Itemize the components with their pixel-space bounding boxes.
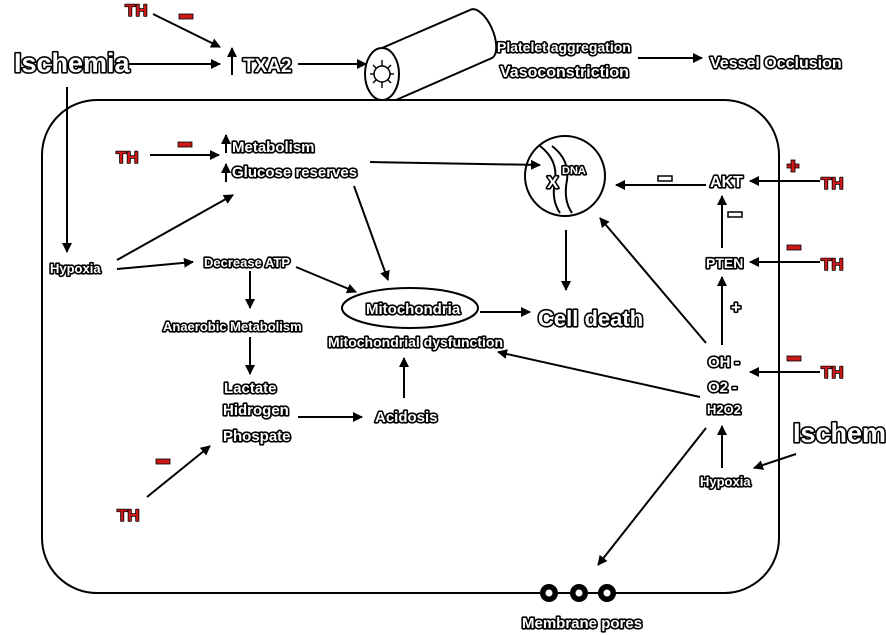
inhibition-bar bbox=[786, 244, 802, 251]
mitochondria-organelle bbox=[341, 287, 479, 329]
platelet-aggregation-label: Platelet aggregation bbox=[497, 39, 631, 55]
ischemia-label: Ischemia bbox=[793, 418, 886, 448]
vasoconstriction-label: Vasoconstriction bbox=[500, 64, 629, 81]
akt-label: AKT bbox=[710, 174, 743, 191]
dna-label: DNA bbox=[562, 165, 586, 177]
o2-radical-label: O2 - bbox=[708, 379, 737, 396]
inhibition-bar bbox=[786, 355, 802, 362]
th-label: TH bbox=[117, 506, 140, 525]
red-plus-icon bbox=[786, 159, 800, 173]
cell-death-label: Cell death bbox=[538, 306, 643, 331]
vessel-occlusion-label: Vessel Occlusion bbox=[710, 55, 842, 72]
anaerobic-metabolism-label: Anaerobic Metabolism bbox=[163, 319, 302, 334]
dna-nucleus-icon bbox=[524, 135, 606, 217]
th-label: TH bbox=[821, 255, 844, 274]
pten-label: PTEN bbox=[706, 255, 743, 271]
plus-sign-label: + bbox=[731, 298, 741, 317]
decrease-atp-label: Decrease ATP bbox=[204, 255, 290, 270]
oh-radical-label: OH - bbox=[708, 354, 740, 371]
th-label: TH bbox=[821, 174, 844, 193]
membrane-pores-label: Membrane pores bbox=[522, 615, 642, 632]
inhibition-bar bbox=[155, 458, 171, 465]
hidrogen-label: Hidrogen bbox=[223, 402, 289, 419]
metabolism-label: Metabolism bbox=[232, 139, 315, 156]
mitochondrial-dysfunction-label: Mitochondrial dysfunction bbox=[328, 334, 503, 350]
mitochondria-label: Mitochondria bbox=[366, 301, 461, 318]
hypoxia-label: Hypoxia bbox=[700, 474, 751, 489]
th-label: TH bbox=[125, 1, 148, 20]
pathway-arrows bbox=[62, 13, 820, 566]
inhibition-bar bbox=[177, 141, 193, 148]
membrane-pores-icon bbox=[540, 584, 616, 602]
th-label: TH bbox=[116, 148, 139, 167]
th-label: TH bbox=[821, 363, 844, 382]
lactate-label: Lactate bbox=[224, 380, 277, 397]
blood-vessel-icon bbox=[364, 8, 498, 101]
inhibition-bar bbox=[178, 13, 194, 20]
txa2-label: TXA2 bbox=[243, 56, 292, 77]
glucose-reserves-label: Glucose reserves bbox=[232, 164, 357, 181]
acidosis-label: Acidosis bbox=[375, 409, 438, 426]
hypoxia-label: Hypoxia bbox=[50, 261, 101, 276]
phospate-label: Phospate bbox=[223, 428, 291, 445]
minus-sign-icon bbox=[657, 175, 673, 182]
ischemia-label: Ischemia bbox=[14, 48, 131, 78]
minus-sign-icon bbox=[727, 211, 743, 218]
h2o2-label: H2O2 bbox=[707, 402, 741, 417]
cell-membrane bbox=[41, 99, 780, 594]
dna-block-x: X bbox=[547, 173, 559, 192]
